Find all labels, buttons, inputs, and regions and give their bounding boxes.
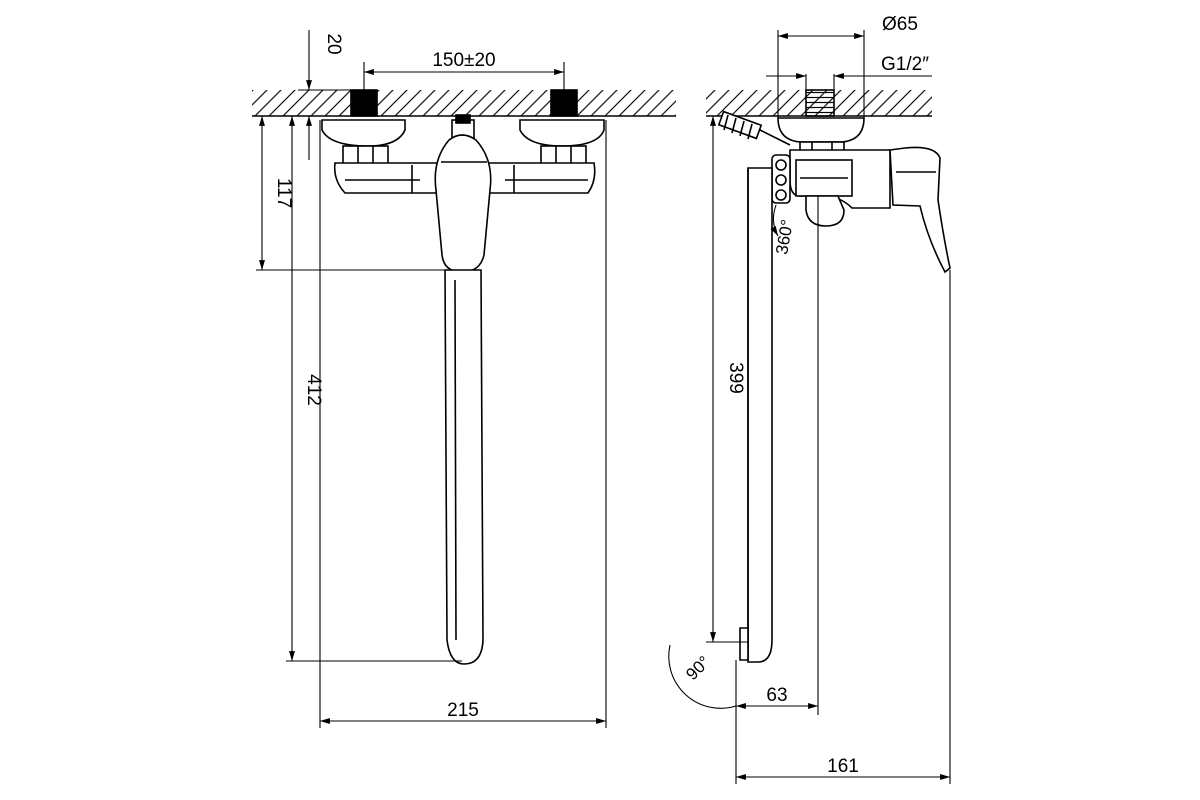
side-spout-outlet	[739, 627, 749, 661]
front-body-height-label: 117	[273, 178, 294, 208]
front-spout-height-label: 412	[303, 374, 324, 406]
side-flange	[777, 117, 865, 143]
side-swivel	[771, 154, 791, 204]
front-center-distance-label: 150±20	[432, 50, 495, 71]
side-rotation-label: 360°	[772, 218, 797, 256]
front-overall-width-label: 215	[447, 700, 479, 721]
lever-handle	[434, 134, 492, 273]
side-spout-reach-label: 63	[766, 685, 787, 706]
side-overall-depth-label: 161	[827, 756, 859, 777]
side-spout	[747, 167, 773, 663]
side-view	[706, 89, 951, 663]
front-wall	[252, 90, 676, 117]
front-wall-offset-label: 20	[323, 33, 344, 54]
spout	[444, 269, 484, 665]
side-thread-pipe	[805, 89, 835, 117]
side-dimensions	[668, 30, 951, 784]
left-nut	[342, 145, 389, 166]
side-lever-handle	[889, 146, 951, 274]
side-flange-diameter-label: Ø65	[882, 14, 918, 35]
left-flange	[321, 119, 406, 147]
right-inlet-pipe	[550, 89, 578, 117]
left-inlet-pipe	[350, 89, 378, 117]
side-spout-height-label: 399	[725, 362, 746, 394]
front-dimensions	[256, 30, 607, 728]
side-diverter	[805, 195, 845, 227]
side-spout-angle-label: 90°	[682, 652, 714, 684]
side-hose-nipple	[717, 110, 791, 146]
right-nut	[540, 145, 587, 166]
side-thread-label: G1/2″	[881, 54, 929, 75]
front-view	[252, 89, 676, 665]
right-flange	[519, 119, 605, 147]
